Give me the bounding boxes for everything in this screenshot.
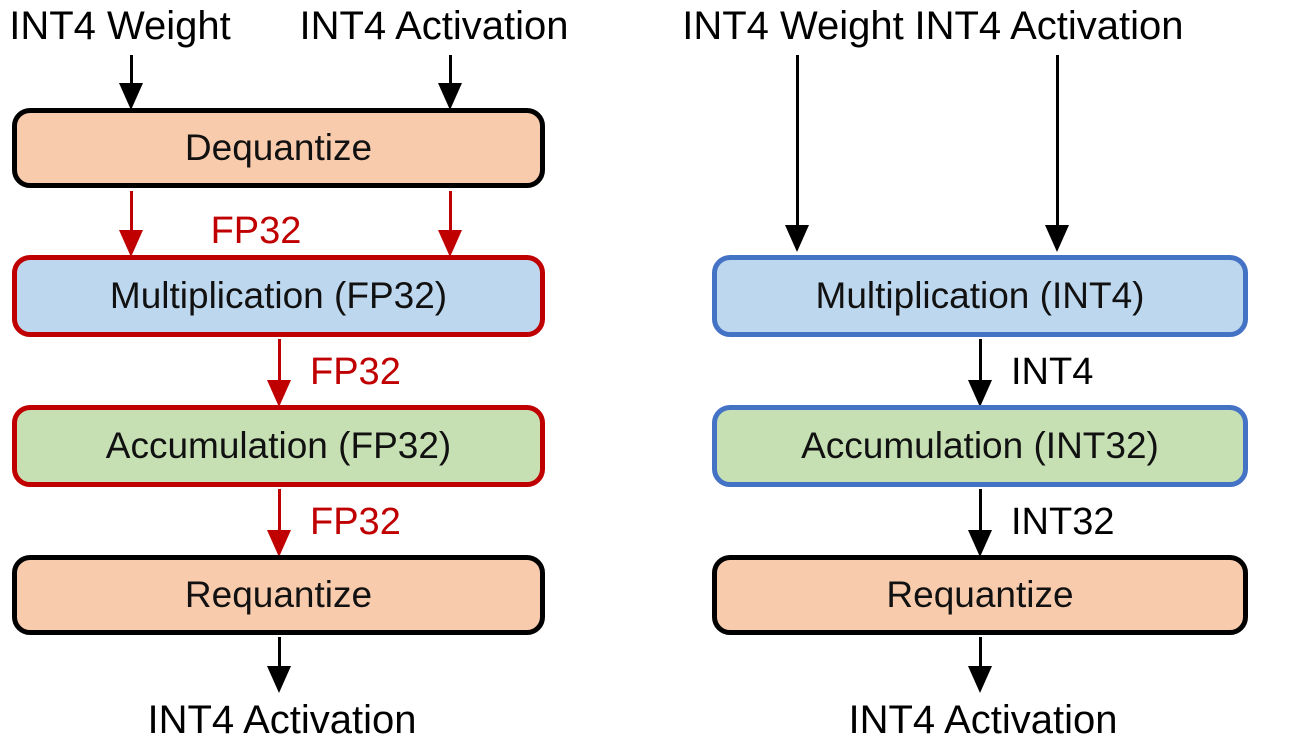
arrow-head xyxy=(267,666,291,693)
arrow-shaft xyxy=(1055,55,1059,225)
arrow-shaft xyxy=(795,55,799,225)
arrow-head xyxy=(267,380,291,407)
arrow-head xyxy=(438,83,462,110)
arrow-multiplication-to-accumulation-left xyxy=(266,339,292,407)
arrow-shaft xyxy=(978,489,982,530)
arrow-requantize-to-output-left xyxy=(266,637,292,693)
arrow-accumulation-to-requantize-right xyxy=(967,489,993,557)
arrow-dequantize-activation-out xyxy=(437,191,463,257)
accumulation-int32-box: Accumulation (INT32) xyxy=(712,405,1248,487)
arrow-right-activation-to-multiplication xyxy=(1044,55,1070,252)
arrow-left-activation-to-dequantize xyxy=(437,55,463,110)
arrow-shaft xyxy=(277,339,281,380)
arrow-shaft xyxy=(978,339,982,380)
arrow-shaft xyxy=(129,191,133,230)
requantize-box-left: Requantize xyxy=(12,555,545,635)
arrow-right-weight-to-multiplication xyxy=(784,55,810,252)
arrow-left-weight-to-dequantize xyxy=(118,55,144,110)
arrow-shaft xyxy=(978,637,982,666)
arrow-head xyxy=(785,225,809,252)
left-input-weight-label: INT4 Weight xyxy=(9,4,231,48)
arrow-requantize-to-output-right xyxy=(967,637,993,693)
edge-label-fp32-1: FP32 xyxy=(210,210,302,252)
edge-label-fp32-2: FP32 xyxy=(310,351,401,393)
left-input-activation-label: INT4 Activation xyxy=(299,4,569,48)
edge-label-int32: INT32 xyxy=(1011,501,1115,543)
arrow-head xyxy=(119,230,143,257)
arrow-shaft xyxy=(277,637,281,666)
multiplication-fp32-box: Multiplication (FP32) xyxy=(12,255,545,337)
right-input-weight-label: INT4 Weight xyxy=(682,4,904,48)
arrow-head xyxy=(438,230,462,257)
multiplication-int4-box: Multiplication (INT4) xyxy=(712,255,1248,337)
arrow-head xyxy=(968,530,992,557)
left-output-activation-label: INT4 Activation xyxy=(147,698,417,742)
requantize-box-right: Requantize xyxy=(712,555,1248,635)
right-input-activation-label: INT4 Activation xyxy=(914,4,1184,48)
arrow-accumulation-to-requantize-left xyxy=(266,489,292,557)
edge-label-fp32-3: FP32 xyxy=(310,501,401,543)
right-output-activation-label: INT4 Activation xyxy=(848,698,1118,742)
arrow-multiplication-to-accumulation-right xyxy=(967,339,993,407)
arrow-head xyxy=(968,666,992,693)
arrow-shaft xyxy=(448,55,452,83)
arrow-head xyxy=(119,83,143,110)
arrow-shaft xyxy=(448,191,452,230)
arrow-head xyxy=(267,530,291,557)
arrow-head xyxy=(1045,225,1069,252)
accumulation-fp32-box: Accumulation (FP32) xyxy=(12,405,545,487)
dequantize-box: Dequantize xyxy=(12,108,545,188)
arrow-shaft xyxy=(277,489,281,530)
arrow-dequantize-weight-out xyxy=(118,191,144,257)
arrow-shaft xyxy=(129,55,133,83)
edge-label-int4: INT4 xyxy=(1011,351,1094,393)
arrow-head xyxy=(968,380,992,407)
